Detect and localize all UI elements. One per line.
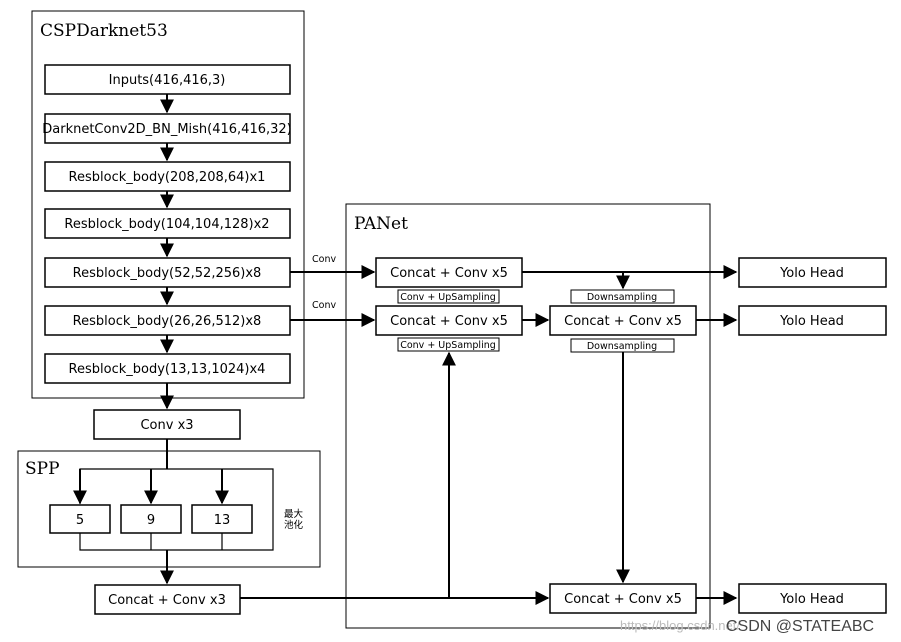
- maxpool-caption-line2: 池化: [284, 519, 304, 531]
- yolo-head-1-box: [738, 257, 887, 288]
- conv-x3-label: Conv x3: [140, 418, 193, 433]
- panet-concat-mid-left-box: [375, 305, 523, 336]
- upsampling-2-label: Conv + UpSampling: [400, 340, 496, 351]
- resblock-5-label: Resblock_body(13,13,1024)x4: [69, 362, 266, 377]
- resblock-3-label: Resblock_body(52,52,256)x8: [73, 266, 262, 281]
- yolo-head-3-label: Yolo Head: [779, 592, 844, 607]
- darknet-conv-label: DarknetConv2D_BN_Mish(416,416,32): [42, 122, 292, 137]
- inputs-box: [44, 64, 291, 95]
- upsampling-1-tag: [397, 289, 500, 304]
- upsampling-2-tag: [397, 337, 500, 352]
- upsampling-1-label: Conv + UpSampling: [400, 292, 496, 303]
- spp-title: SPP: [25, 459, 60, 479]
- conv-x3-box: [93, 409, 241, 440]
- panet-concat-bottom-label: Concat + Conv x5: [564, 592, 682, 607]
- resblock-2-label: Resblock_body(104,104,128)x2: [64, 217, 269, 232]
- panet-concat-mid-left-label: Concat + Conv x5: [390, 314, 508, 329]
- spp-concat-box: [94, 584, 241, 615]
- watermark-main: CSDN @STATEABC: [726, 618, 874, 635]
- resblock-2-box: [44, 208, 291, 239]
- resblock-1-box: [44, 161, 291, 192]
- panet-concat-top-label: Concat + Conv x5: [390, 266, 508, 281]
- maxpool-5-label: 5: [76, 513, 84, 528]
- panet-concat-top-box: [375, 257, 523, 288]
- maxpool-13-box: [191, 504, 253, 534]
- maxpool-5-box: [49, 504, 111, 534]
- yolo-head-2-label: Yolo Head: [779, 314, 844, 329]
- maxpool-9-label: 9: [147, 513, 155, 528]
- spp-concat-label: Concat + Conv x3: [108, 593, 226, 608]
- conv-label-top: Conv: [312, 254, 336, 265]
- yolo-head-1-label: Yolo Head: [779, 266, 844, 281]
- watermark-faint: https://blog.csdn.net/: [620, 618, 740, 633]
- spp-group: [17, 450, 321, 568]
- panet-concat-bottom-box: [549, 583, 697, 614]
- resblock-5-box: [44, 353, 291, 384]
- maxpool-caption-line1: 最大: [284, 508, 304, 520]
- conv-label-mid: Conv: [312, 300, 336, 311]
- resblock-1-label: Resblock_body(208,208,64)x1: [69, 170, 266, 185]
- downsampling-1-label: Downsampling: [587, 292, 657, 303]
- panet-group: [345, 203, 711, 629]
- yolo-head-2-box: [738, 305, 887, 336]
- downsampling-1-tag: [570, 289, 675, 304]
- resblock-4-box: [44, 305, 291, 336]
- inputs-label: Inputs(416,416,3): [109, 73, 226, 88]
- downsampling-2-label: Downsampling: [587, 341, 657, 352]
- cspdarknet53-title: CSPDarknet53: [40, 21, 168, 41]
- panet-concat-mid-right-label: Concat + Conv x5: [564, 314, 682, 329]
- panet-title: PANet: [354, 214, 408, 234]
- maxpool-13-label: 13: [214, 513, 231, 528]
- yolo-head-3-box: [738, 583, 887, 614]
- resblock-4-label: Resblock_body(26,26,512)x8: [73, 314, 262, 329]
- maxpool-9-box: [120, 504, 182, 534]
- panet-concat-mid-right-box: [549, 305, 697, 336]
